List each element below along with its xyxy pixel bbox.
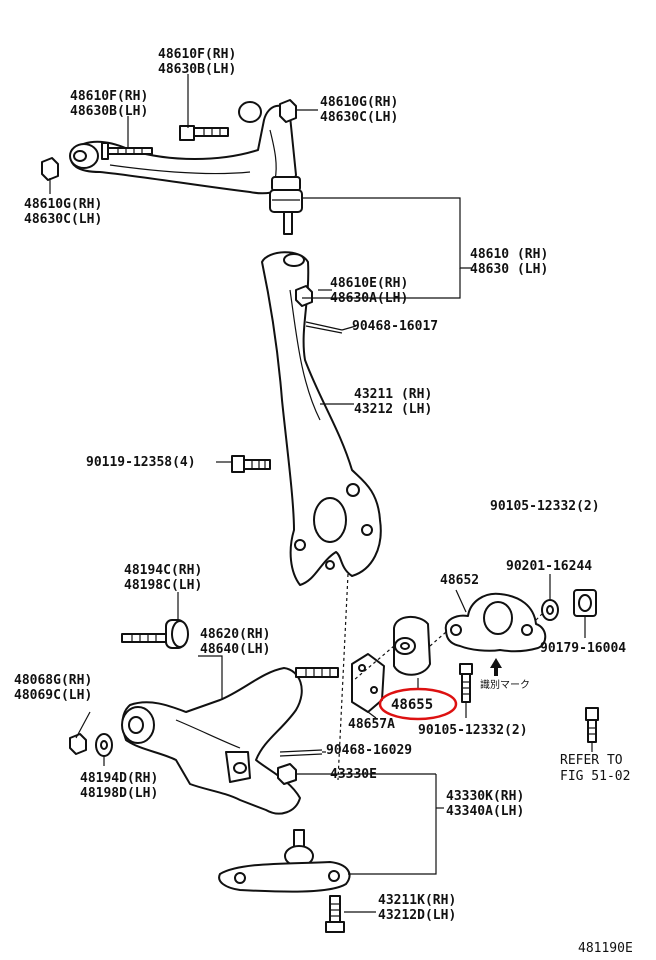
- label-43330E: 43330E: [330, 767, 377, 782]
- ball-joint-bolt: [325, 895, 345, 933]
- label-90179-16004: 90179-16004: [540, 641, 626, 656]
- label-48069C: 48069C(LH): [14, 688, 92, 703]
- label-48620: 48620(RH): [200, 627, 270, 642]
- identification-mark-arrow: [490, 658, 502, 676]
- label-48198D: 48198D(LH): [80, 786, 158, 801]
- label-48655: 48655: [391, 697, 433, 713]
- label-90105-12332-top: 90105-12332(2): [490, 499, 600, 514]
- washer-90201: [541, 599, 559, 621]
- label-identification-mark: 識別マーク: [480, 678, 530, 691]
- cotter-pin-lower: [279, 749, 323, 757]
- label-90105-12332-bottom: 90105-12332(2): [418, 723, 528, 738]
- label-48610F: 48610F(RH): [70, 89, 148, 104]
- cotter-pin-upper: [305, 321, 343, 334]
- part-labels: 48610F(RH) 48630B(LH) 48610F(RH) 48630B(…: [14, 47, 633, 956]
- label-48610E: 48610E(RH): [330, 276, 408, 291]
- bushing-bracket: [444, 592, 547, 653]
- lower-control-arm: [121, 667, 303, 815]
- label-90468-16017: 90468-16017: [352, 319, 438, 334]
- label-fig-51-02: FIG 51-02: [560, 769, 630, 784]
- label-48194C: 48194C(RH): [124, 563, 202, 578]
- label-90201-16244: 90201-16244: [506, 559, 592, 574]
- label-43211K: 43211K(RH): [378, 893, 456, 908]
- knuckle-bolt: [231, 455, 271, 473]
- label-48630B-top: 48630B(LH): [158, 62, 236, 77]
- axis-dash-lines: [337, 573, 545, 781]
- label-48610: 48610 (RH): [470, 247, 548, 262]
- label-48610G-left: 48610G(RH): [24, 197, 102, 212]
- highlight-circle: [378, 687, 458, 721]
- lower-arm-nut-2: [277, 763, 297, 785]
- nut-90179: [573, 589, 597, 617]
- upper-ball-joint: [269, 176, 303, 235]
- bracket-bolt-lower: [459, 663, 473, 703]
- label-43340A: 43340A(LH): [446, 804, 524, 819]
- label-48640: 48640(LH): [200, 642, 270, 657]
- label-90468-16029: 90468-16029: [326, 743, 412, 758]
- lower-arm-stud: [295, 667, 339, 678]
- label-43212: 43212 (LH): [354, 402, 432, 417]
- label-48652: 48652: [440, 573, 479, 588]
- figure-code: 481190E: [578, 941, 633, 956]
- label-43211: 43211 (RH): [354, 387, 432, 402]
- bolt-refer: [585, 707, 599, 743]
- lower-arm-nut: [69, 733, 87, 755]
- label-43330K: 43330K(RH): [446, 789, 524, 804]
- label-48194D: 48194D(RH): [80, 771, 158, 786]
- label-48630: 48630 (LH): [470, 262, 548, 277]
- knuckle-nut: [295, 285, 313, 307]
- leader-lines: [49, 74, 593, 913]
- lower-ball-joint: [218, 829, 351, 893]
- label-43212D: 43212D(LH): [378, 908, 456, 923]
- lower-arm-front-bolt: [121, 619, 189, 649]
- label-48068G: 48068G(RH): [14, 673, 92, 688]
- bushing-48655: [393, 616, 431, 676]
- label-48610F-top: 48610F(RH): [158, 47, 236, 62]
- label-48630C-right: 48630C(LH): [320, 110, 398, 125]
- label-48630B: 48630B(LH): [70, 104, 148, 119]
- steering-knuckle: [261, 251, 382, 586]
- label-48657A: 48657A: [348, 717, 395, 732]
- upper-arm-nut-left: [41, 157, 59, 181]
- label-90119-12358: 90119-12358(4): [86, 455, 196, 470]
- label-48198C: 48198C(LH): [124, 578, 202, 593]
- label-48610G-right: 48610G(RH): [320, 95, 398, 110]
- upper-arm-nut-right: [279, 99, 297, 123]
- upper-arm-bolt-left: [101, 142, 153, 160]
- upper-arm-bolt-right: [179, 125, 229, 141]
- lower-arm-washer: [95, 733, 113, 757]
- label-refer-to: REFER TO: [560, 753, 623, 768]
- label-48630A: 48630A(LH): [330, 291, 408, 306]
- label-48630C-left: 48630C(LH): [24, 212, 102, 227]
